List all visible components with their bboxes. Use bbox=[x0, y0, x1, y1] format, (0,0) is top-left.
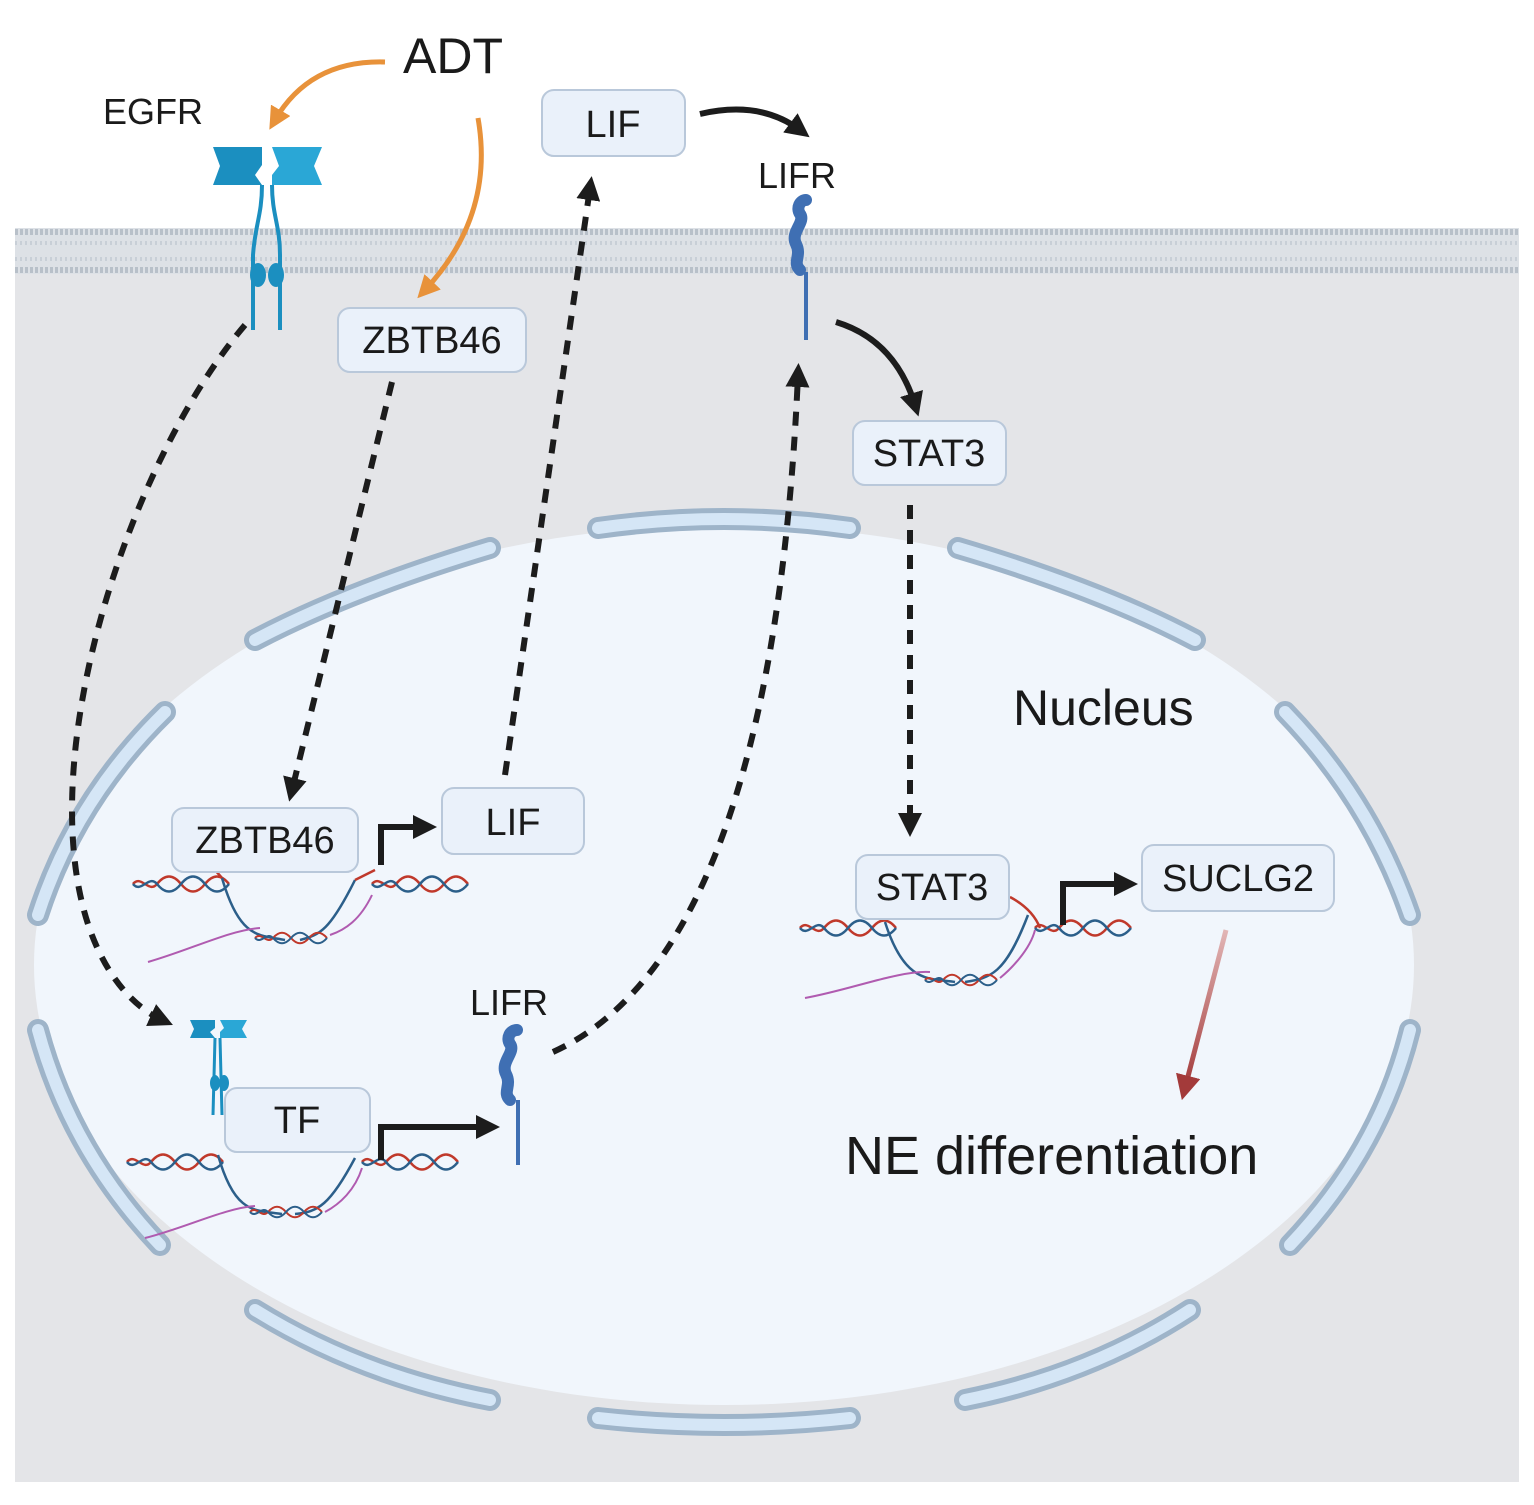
zbtb46-cyto-box: ZBTB46 bbox=[337, 307, 527, 373]
nucleus-label: Nucleus bbox=[1013, 680, 1194, 736]
tf-label: TF bbox=[274, 1100, 320, 1142]
lif-to-lifr-arrow bbox=[699, 106, 810, 138]
lif-nuc-box: LIF bbox=[441, 787, 585, 855]
suclg2-to-ne-arrow bbox=[1176, 929, 1229, 1101]
promoter-arrow-icon bbox=[1060, 872, 1138, 925]
stat3-cyto-label: STAT3 bbox=[873, 433, 986, 475]
cell-membrane bbox=[15, 228, 1519, 274]
adt-label: ADT bbox=[403, 28, 503, 84]
lifr-nuc-label: LIFR bbox=[470, 982, 548, 1023]
tf-box: TF bbox=[224, 1087, 371, 1153]
lifr-top-label: LIFR bbox=[758, 155, 836, 196]
stat3-nuc-box: STAT3 bbox=[855, 854, 1010, 920]
lifr-receptor-icon bbox=[788, 194, 812, 340]
zbtb46-nuc-label: ZBTB46 bbox=[195, 820, 334, 862]
egfr-nuclear-icon bbox=[190, 1020, 247, 1116]
egfr-receptor-icon bbox=[213, 147, 322, 330]
nuclear-envelope bbox=[27, 508, 1421, 1436]
promoter-arrow-icon bbox=[378, 1115, 500, 1160]
promoter-arrow-icon bbox=[378, 815, 437, 865]
stat3-cyto-box: STAT3 bbox=[852, 420, 1007, 486]
stat3-gene-locus bbox=[798, 895, 1133, 999]
lif-top-label: LIF bbox=[586, 104, 641, 146]
egfr-to-nucleus-dashed-arrow bbox=[69, 323, 248, 1026]
suclg2-label: SUCLG2 bbox=[1162, 858, 1314, 900]
tf-gene-locus bbox=[125, 1153, 460, 1239]
lif-nuc-label: LIF bbox=[486, 802, 541, 844]
lifr-receptor-icon bbox=[498, 1024, 523, 1165]
suclg2-box: SUCLG2 bbox=[1141, 844, 1335, 912]
adt-to-egfr-arrow bbox=[269, 59, 386, 130]
stat3-nuc-label: STAT3 bbox=[876, 867, 989, 909]
lif-top-box: LIF bbox=[541, 89, 686, 157]
lifr-to-stat3-arrow bbox=[835, 319, 923, 417]
nucleus bbox=[27, 508, 1421, 1436]
zbtb46-to-nucleus-dashed-arrow bbox=[283, 381, 395, 802]
egfr-label: EGFR bbox=[103, 91, 203, 132]
lifr-gene-to-lifr-dashed-arrow bbox=[551, 363, 810, 1055]
zbtb46-gene-locus bbox=[131, 868, 470, 963]
adt-to-zbtb46-arrow bbox=[417, 117, 484, 299]
ne-differentiation-label: NE differentiation bbox=[845, 1126, 1258, 1186]
zbtb46-nuc-box: ZBTB46 bbox=[171, 807, 359, 873]
zbtb46-cyto-label: ZBTB46 bbox=[362, 320, 501, 362]
